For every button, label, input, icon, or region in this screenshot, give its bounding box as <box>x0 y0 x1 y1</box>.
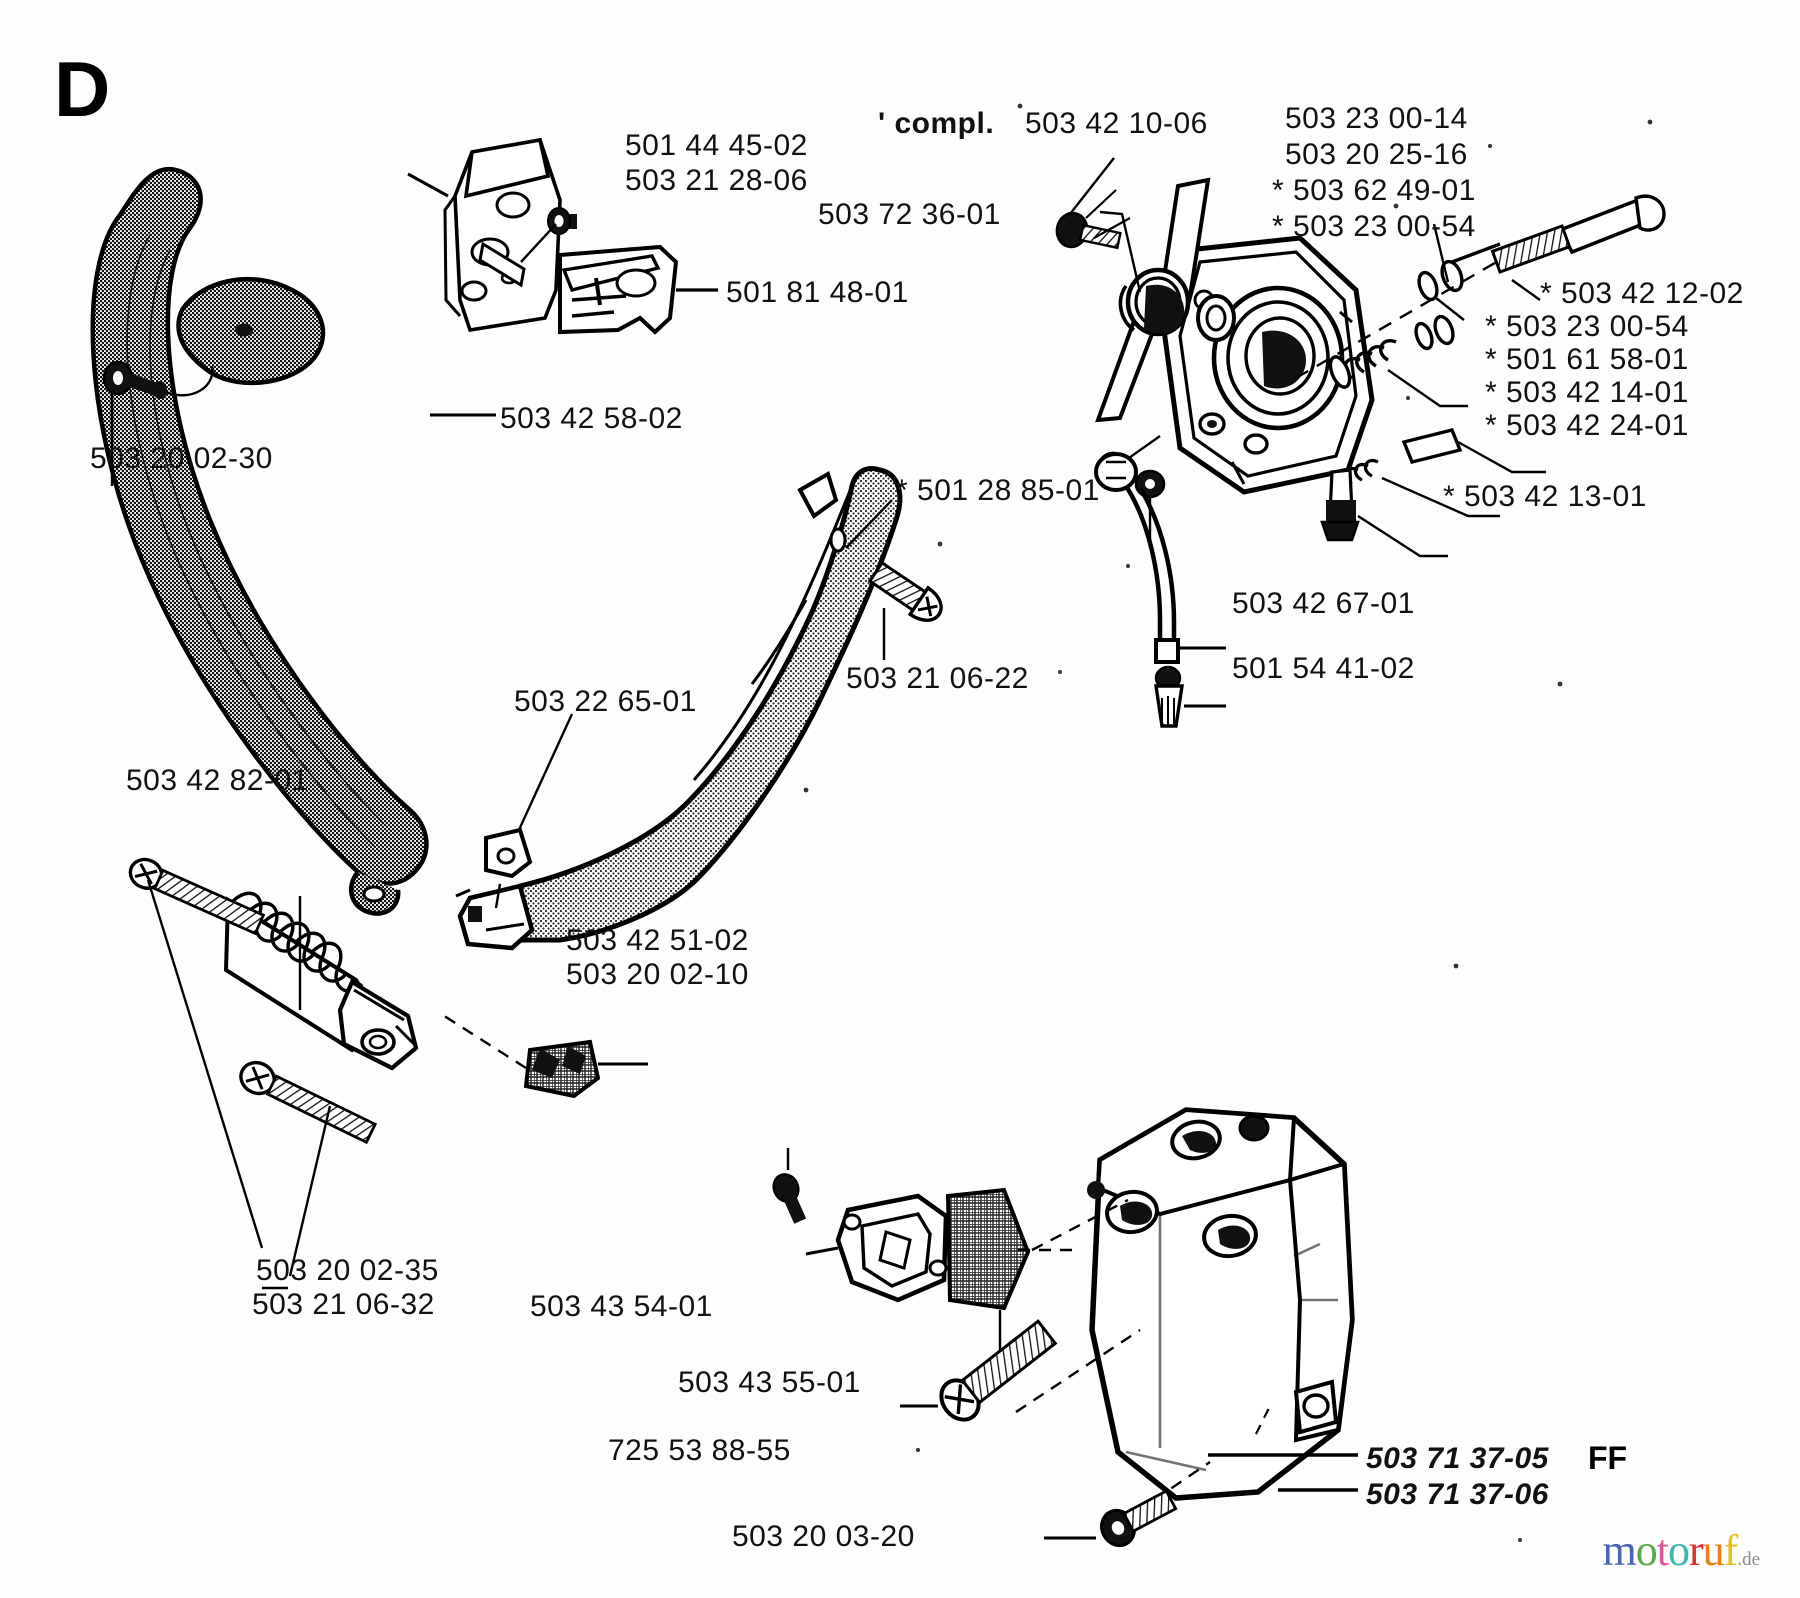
label-oil-hose: 503 42 67-01 <box>1232 587 1415 620</box>
logo-letter: o <box>1635 1526 1658 1575</box>
logo-suffix: .de <box>1737 1549 1760 1570</box>
label-muffler-screw-long: 725 53 88-55 <box>608 1434 791 1467</box>
label-muffler-b: 503 71 37-06 <box>1366 1478 1549 1511</box>
handle-screw <box>867 560 943 622</box>
housing-nut <box>1134 469 1166 499</box>
label-muffler-screen: 503 43 55-01 <box>678 1366 861 1399</box>
motoruf-watermark: motoruf.de <box>1603 1525 1760 1576</box>
oil-pump-lever-part <box>1095 177 1211 423</box>
label-rubber-bumper-a: 503 42 51-02 <box>566 924 749 957</box>
label-spring-pin: * 501 61 58-01 <box>1485 343 1689 376</box>
logo-letter: o <box>1668 1526 1690 1575</box>
clutch-cover-screw <box>1055 211 1122 250</box>
label-washer-set: * 503 23 00-54 <box>1485 310 1689 343</box>
long-bolt-part <box>128 857 266 936</box>
oil-filter-part <box>1154 665 1184 728</box>
label-clutch-cover-c: * 503 62 49-01 <box>1272 174 1476 207</box>
label-vibration-mount: 503 22 65-01 <box>514 685 697 718</box>
label-plunger: * 503 42 14-01 <box>1485 376 1689 409</box>
oil-hose-part <box>1094 451 1180 664</box>
label-front-handle-guard-a: 501 44 45-02 <box>625 129 808 162</box>
label-oil-pump-rod: 503 72 36-01 <box>818 198 1001 231</box>
label-clutch-cover-a: 503 23 00-14 <box>1285 102 1468 135</box>
spring-assembly-part <box>223 891 419 1071</box>
label-chain-catcher-plate: 501 81 48-01 <box>726 276 909 309</box>
vibration-mount-part <box>484 827 533 879</box>
label-handle-bar-tube: 503 42 58-02 <box>500 402 683 435</box>
label-rear-handle-grip: * 501 28 85-01 <box>896 474 1100 507</box>
logo-letter: r <box>1689 1526 1704 1575</box>
oil-nipple-part <box>1320 468 1360 542</box>
section-letter: D <box>54 45 111 133</box>
label-rubber-bumper-b: 503 20 02-10 <box>566 958 749 991</box>
label-spring-assembly: 503 42 82-01 <box>126 764 309 797</box>
label-bolt-long: 503 20 02-35 <box>256 1254 439 1287</box>
label-screw-handle: 503 21 06-22 <box>846 662 1029 695</box>
label-screw-upper-left: 503 20 02-30 <box>90 442 273 475</box>
muffler-screen-part <box>945 1187 1031 1311</box>
label-oil-pump-shaft: * 503 42 12-02 <box>1540 277 1744 310</box>
label-muffler-a: 503 71 37-05 <box>1366 1442 1549 1475</box>
label-muffler-screw-short: 503 20 03-20 <box>732 1520 915 1553</box>
short-bolt-part <box>239 1060 378 1145</box>
logo-letter: m <box>1602 1526 1637 1575</box>
oil-pump-housing-part <box>1161 235 1375 495</box>
label-compl-prefix: ' compl. <box>878 107 995 140</box>
label-muffler-gasket: 503 43 54-01 <box>530 1290 713 1323</box>
muffler-body-part <box>1087 1107 1355 1501</box>
muffler-short-screw <box>1100 1489 1178 1548</box>
label-clutch-cover-d: * 503 23 00-54 <box>1272 210 1476 243</box>
handle-bar-tube-part <box>90 166 429 916</box>
guard-screw <box>547 207 577 235</box>
label-worm-gear: * 503 42 24-01 <box>1485 409 1689 442</box>
muffler-long-screw <box>939 1319 1058 1422</box>
front-handle-guard-part <box>443 137 562 333</box>
label-oil-nipple: * 503 42 13-01 <box>1443 480 1647 513</box>
gasket-screw <box>772 1173 807 1224</box>
upper-left-screw <box>102 360 167 399</box>
label-front-handle-guard-b: 503 21 28-06 <box>625 164 808 197</box>
label-washer-long: 503 21 06-32 <box>252 1288 435 1321</box>
logo-letter: u <box>1702 1526 1725 1575</box>
label-oil-filter: 501 54 41-02 <box>1232 652 1415 685</box>
ff-marker: FF <box>1588 1440 1628 1476</box>
muffler-gasket-part <box>835 1193 949 1303</box>
label-compl-number: 503 42 10-06 <box>1025 107 1208 140</box>
chain-catcher-plate-part <box>558 244 679 335</box>
pump-washer-ring <box>1196 294 1236 342</box>
logo-letter: t <box>1656 1526 1669 1575</box>
guard-leader <box>407 172 449 198</box>
logo-letter: f <box>1723 1526 1739 1575</box>
rubber-bumper-part <box>523 1039 601 1099</box>
label-clutch-cover-b: 503 20 25-16 <box>1285 138 1468 171</box>
